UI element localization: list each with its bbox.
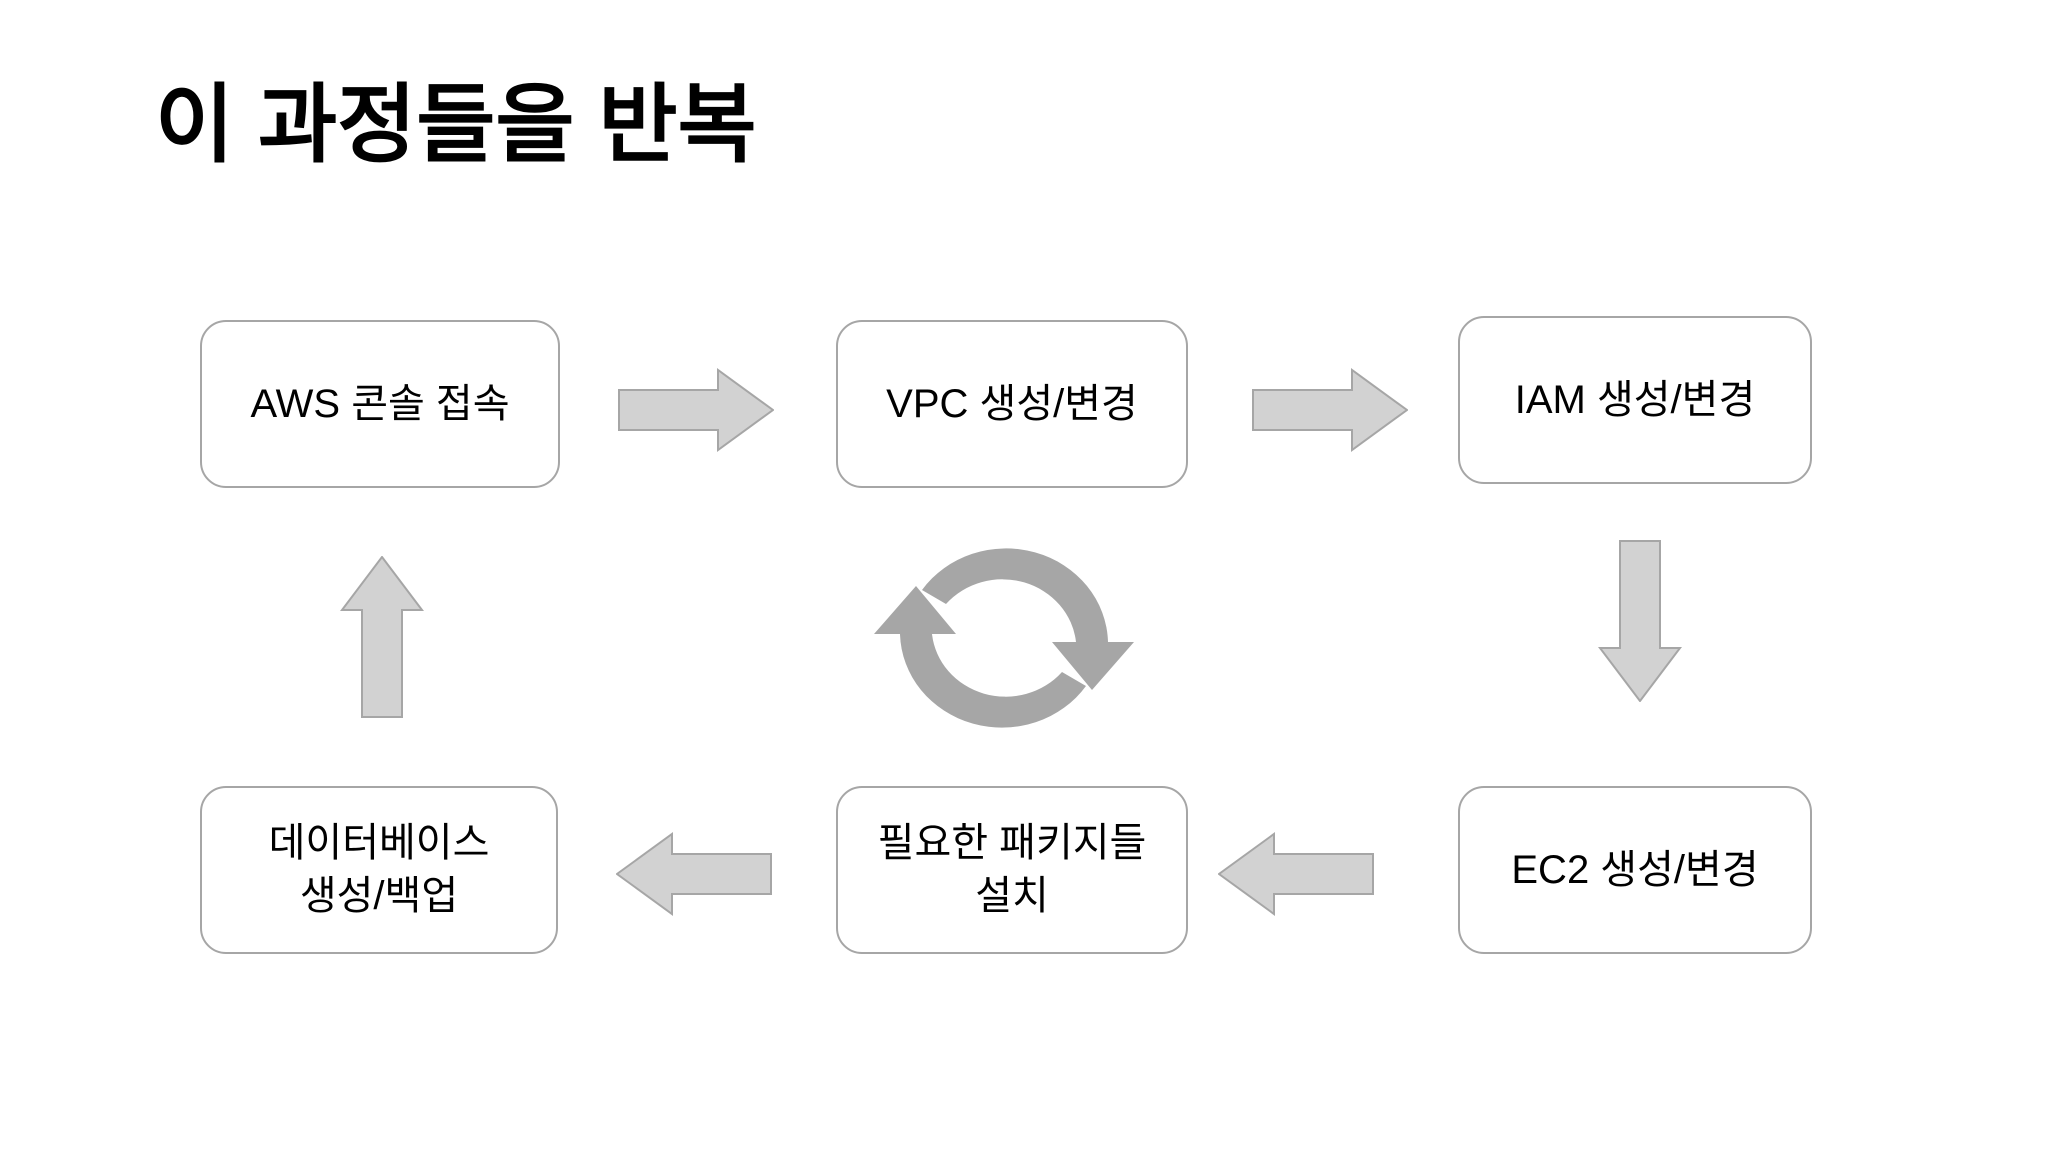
- process-box-label: 필요한 패키지들 설치: [877, 821, 1147, 918]
- process-box-label: AWS 콘솔 접속: [250, 381, 510, 426]
- arrow-left-icon-ec2-to-packages: [1218, 832, 1374, 916]
- process-box-database[interactable]: 데이터베이스 생성/백업: [200, 786, 558, 954]
- process-box-aws-console[interactable]: AWS 콘솔 접속: [200, 320, 560, 488]
- process-box-label: EC2 생성/변경: [1511, 847, 1759, 892]
- process-box-label: 데이터베이스 생성/백업: [268, 821, 490, 918]
- page-title: 이 과정들을 반복: [155, 77, 757, 173]
- arrow-down-icon-iam-to-ec2: [1598, 540, 1682, 702]
- arrow-up-icon-database-to-aws-console: [340, 556, 424, 718]
- arrow-right-icon-vpc-to-iam: [1252, 368, 1408, 452]
- process-box-vpc[interactable]: VPC 생성/변경: [836, 320, 1188, 488]
- process-box-packages[interactable]: 필요한 패키지들 설치: [836, 786, 1188, 954]
- arrow-right-icon-aws-to-vpc: [618, 368, 774, 452]
- arrow-left-icon-packages-to-database: [616, 832, 772, 916]
- process-box-label: VPC 생성/변경: [886, 381, 1138, 426]
- process-box-ec2[interactable]: EC2 생성/변경: [1458, 786, 1812, 954]
- refresh-loop-icon: [868, 518, 1140, 758]
- process-box-label: IAM 생성/변경: [1514, 377, 1756, 422]
- process-box-iam[interactable]: IAM 생성/변경: [1458, 316, 1812, 484]
